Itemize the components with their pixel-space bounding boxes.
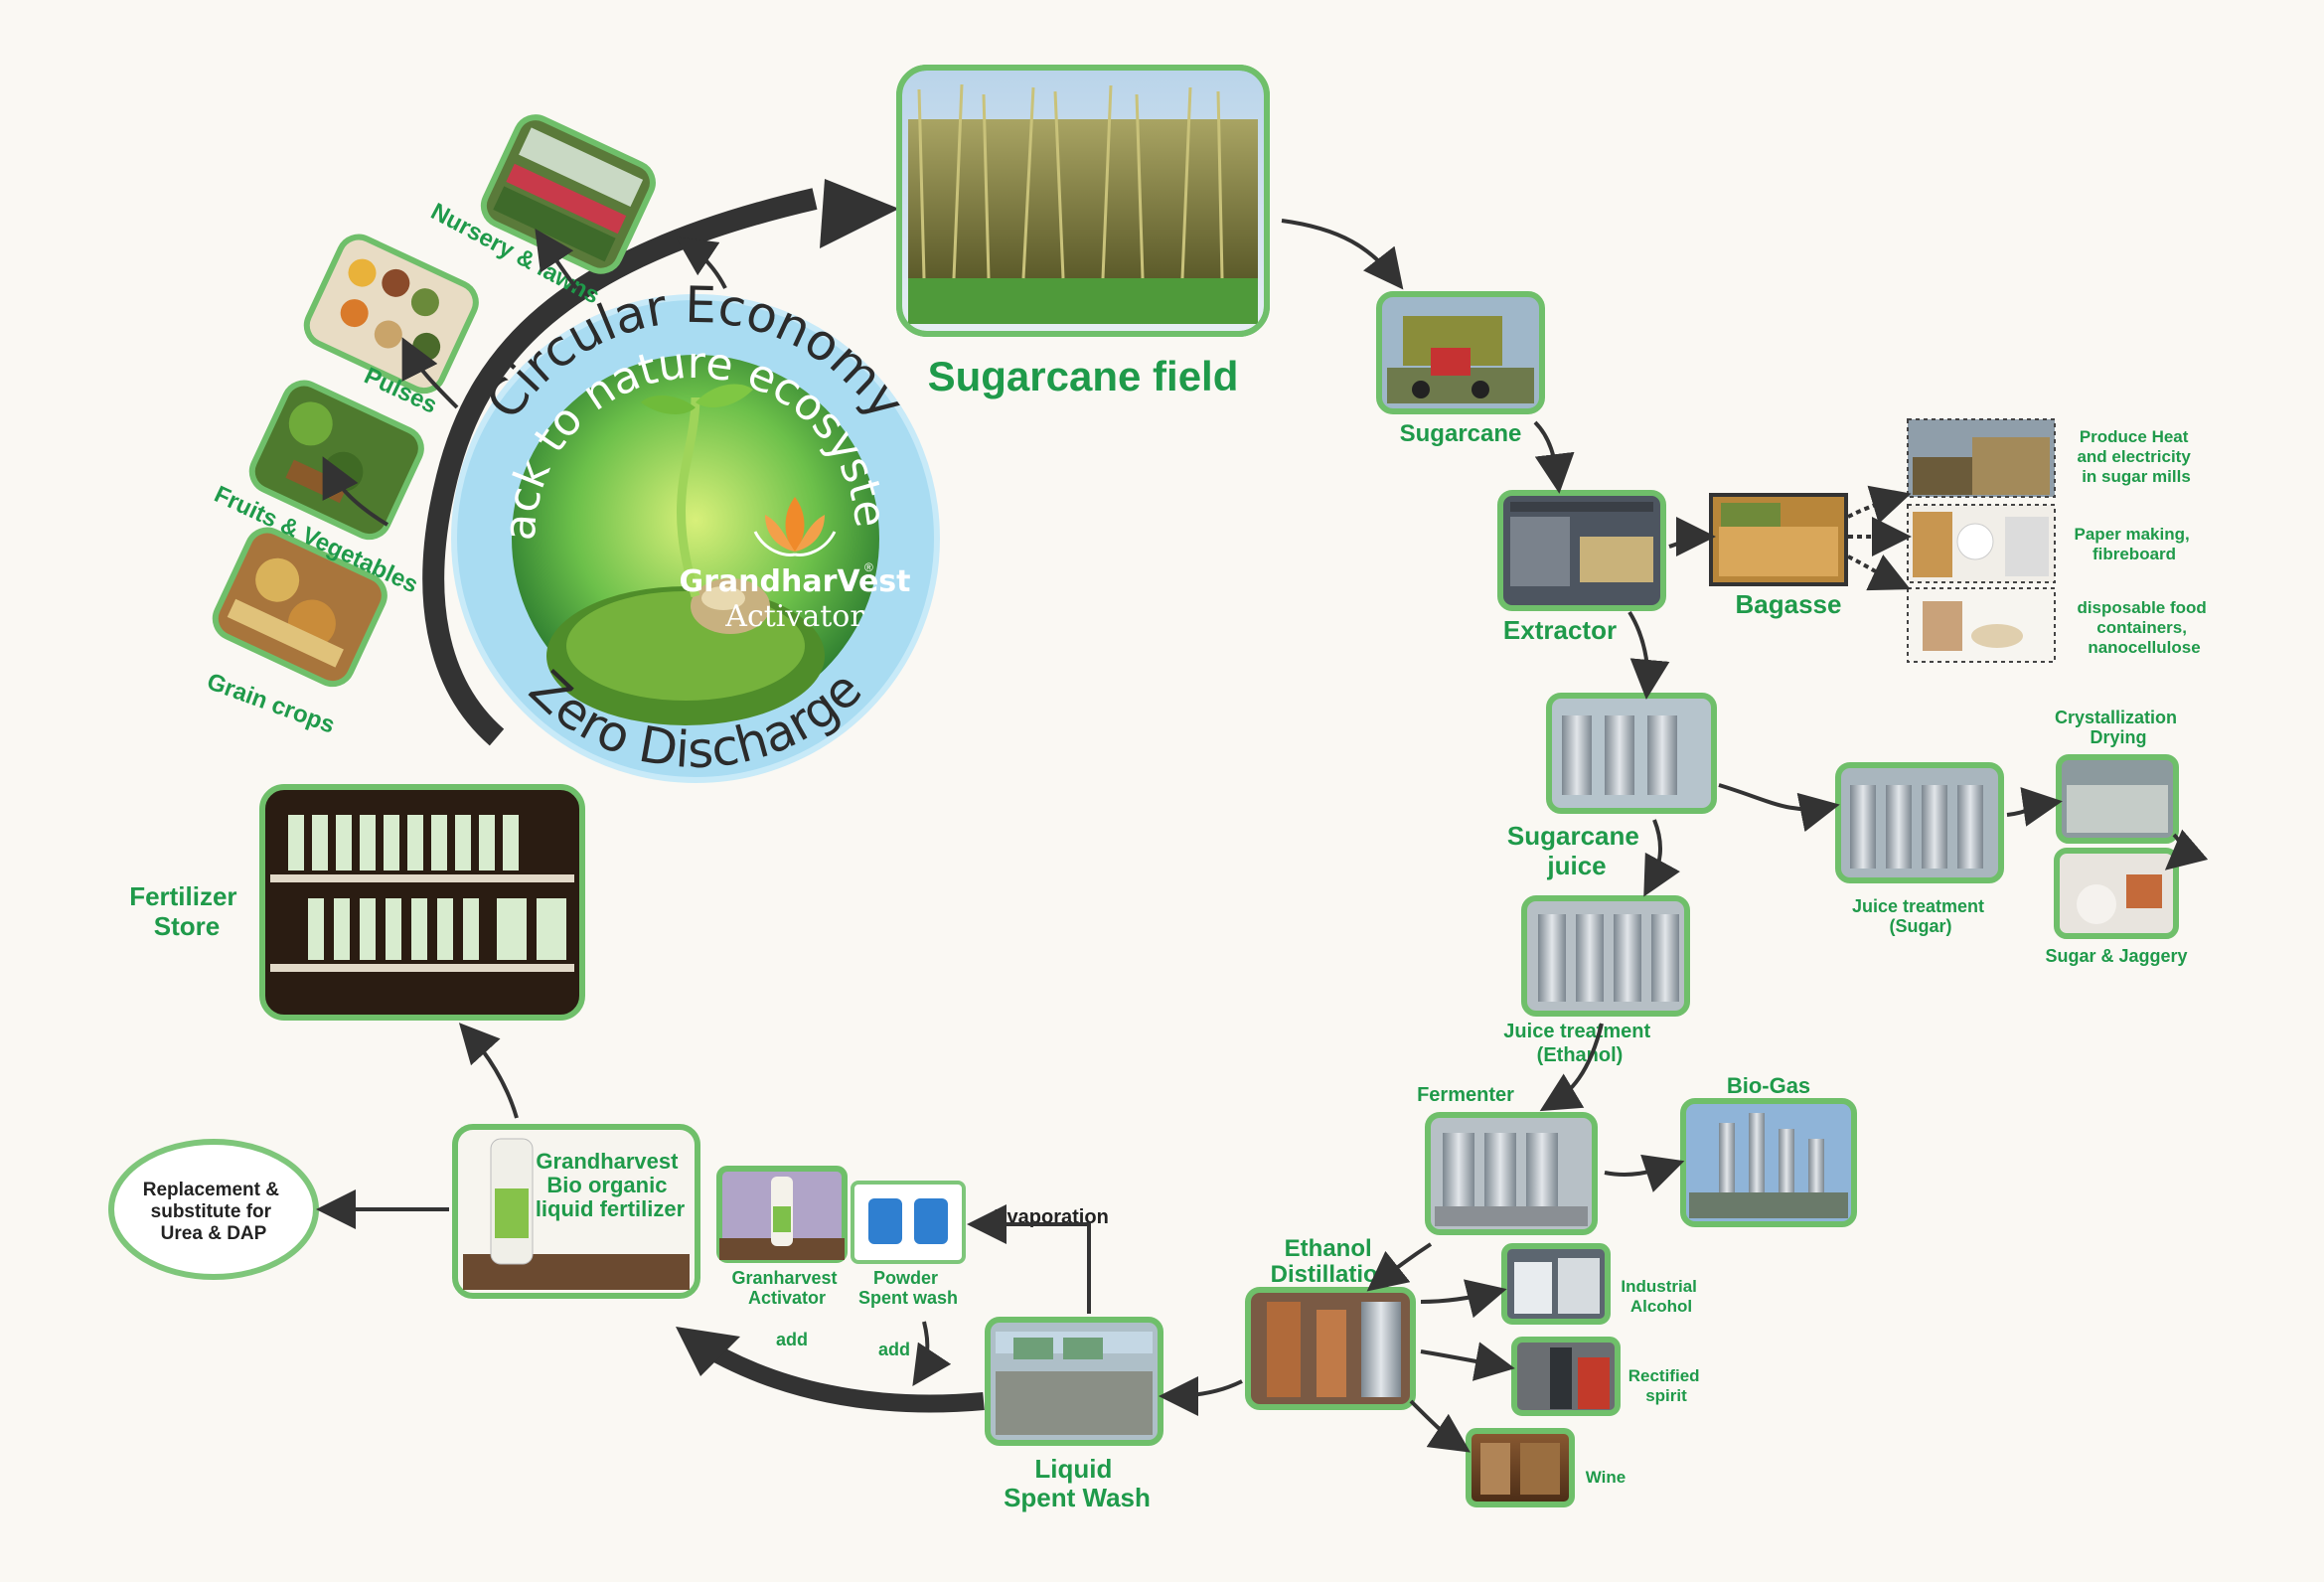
grain-crops-node[interactable]	[209, 524, 390, 691]
label-bagasse: Bagasse	[1736, 589, 1842, 619]
fermenter-node[interactable]: Fermenter	[1417, 1084, 1598, 1235]
connector-arrows	[316, 219, 2209, 1453]
label-industrial-alcohol: Industrial Alcohol	[1621, 1277, 1701, 1316]
label-juice-treatment-sugar: Juice treatment (Sugar)	[1852, 896, 1989, 936]
bagasse-use-containers[interactable]: disposable food containers, nanocellulos…	[1907, 587, 2212, 663]
label-sugar-jaggery: Sugar & Jaggery	[2045, 946, 2187, 966]
juice-treatment-ethanol-node[interactable]: Juice treatment (Ethanol)	[1503, 895, 1690, 1066]
label-paper-making: Paper making, fibreboard	[2075, 525, 2195, 563]
wine-node[interactable]: Wine	[1466, 1428, 1626, 1507]
ethanol-distillation-node[interactable]: Ethanol Distillation	[1245, 1235, 1416, 1410]
brand-registered: ®	[864, 560, 873, 574]
label-fermenter: Fermenter	[1417, 1084, 1514, 1106]
label-add-powder: add	[878, 1340, 910, 1359]
label-extractor: Extractor	[1503, 615, 1617, 645]
bagasse-use-heat[interactable]: Produce Heat and electricity in sugar mi…	[1907, 418, 2196, 498]
fertilizer-store-node[interactable]: Fertilizer Store	[129, 784, 585, 1021]
extractor-node[interactable]: Extractor	[1497, 490, 1666, 645]
crystallization-node[interactable]: Crystallization Drying	[2055, 708, 2182, 844]
label-powder-spent-wash: Powder Spent wash	[858, 1268, 958, 1308]
bio-fertilizer-node[interactable]: Grandharvest Bio organic liquid fertiliz…	[452, 1124, 700, 1299]
label-biogas: Bio-Gas	[1727, 1073, 1810, 1098]
label-replacement: Replacement & substitute for Urea & DAP	[143, 1180, 285, 1244]
label-sugarcane-juice: Sugarcane juice	[1507, 821, 1646, 880]
sugarcane-juice-node[interactable]: Sugarcane juice	[1507, 693, 1717, 880]
brand-sub: Activator	[724, 599, 864, 634]
nursery-node[interactable]	[477, 111, 659, 278]
industrial-alcohol-node[interactable]: Industrial Alcohol	[1501, 1243, 1702, 1325]
sugarcane-node[interactable]: Sugarcane	[1376, 291, 1545, 447]
label-food-containers: disposable food containers, nanocellulos…	[2077, 598, 2211, 657]
bagasse-node[interactable]: Bagasse	[1709, 493, 1848, 619]
label-juice-treatment-ethanol: Juice treatment (Ethanol)	[1503, 1021, 1655, 1066]
label-ethanol-distillation: Ethanol Distillation	[1271, 1235, 1393, 1288]
label-sugarcane-field: Sugarcane field	[928, 353, 1239, 399]
liquid-spent-wash-node[interactable]: Liquid Spent Wash	[985, 1317, 1163, 1512]
label-bio-fertilizer: Grandharvest Bio organic liquid fertiliz…	[536, 1149, 686, 1221]
sugar-jaggery-node[interactable]: Sugar & Jaggery	[2045, 848, 2188, 966]
label-fertilizer-store: Fertilizer Store	[129, 881, 244, 941]
label-add-activator: add	[776, 1330, 808, 1349]
replacement-node[interactable]: Replacement & substitute for Urea & DAP	[108, 1139, 319, 1280]
label-sugarcane: Sugarcane	[1400, 420, 1522, 447]
granharvest-activator-node[interactable]: Granharvest Activator	[716, 1166, 848, 1308]
juice-treatment-sugar-node[interactable]: Juice treatment (Sugar)	[1835, 762, 2004, 936]
label-heat-electricity: Produce Heat and electricity in sugar mi…	[2077, 427, 2195, 486]
label-wine: Wine	[1586, 1468, 1626, 1487]
powder-spent-wash-node[interactable]: Powder Spent wash	[851, 1181, 966, 1308]
sugarcane-field-node[interactable]: Sugarcane field	[896, 65, 1270, 399]
rectified-spirit-node[interactable]: Rectified spirit	[1511, 1337, 1705, 1416]
brand-name: GrandharVest	[679, 564, 910, 599]
label-rectified-spirit: Rectified spirit	[1628, 1366, 1705, 1405]
brand-logo	[753, 497, 837, 556]
bagasse-use-paper[interactable]: Paper making, fibreboard	[1907, 504, 2195, 583]
biogas-node[interactable]: Bio-Gas	[1680, 1073, 1857, 1227]
main-cycle-arrows	[422, 179, 985, 1413]
center-ring: GrandharVest ® Activator Circular Econom…	[0, 0, 940, 783]
label-crystallization: Crystallization Drying	[2055, 708, 2182, 747]
label-liquid-spent-wash: Liquid Spent Wash	[1004, 1454, 1151, 1512]
label-granharvest-activator: Granharvest Activator	[731, 1268, 842, 1308]
